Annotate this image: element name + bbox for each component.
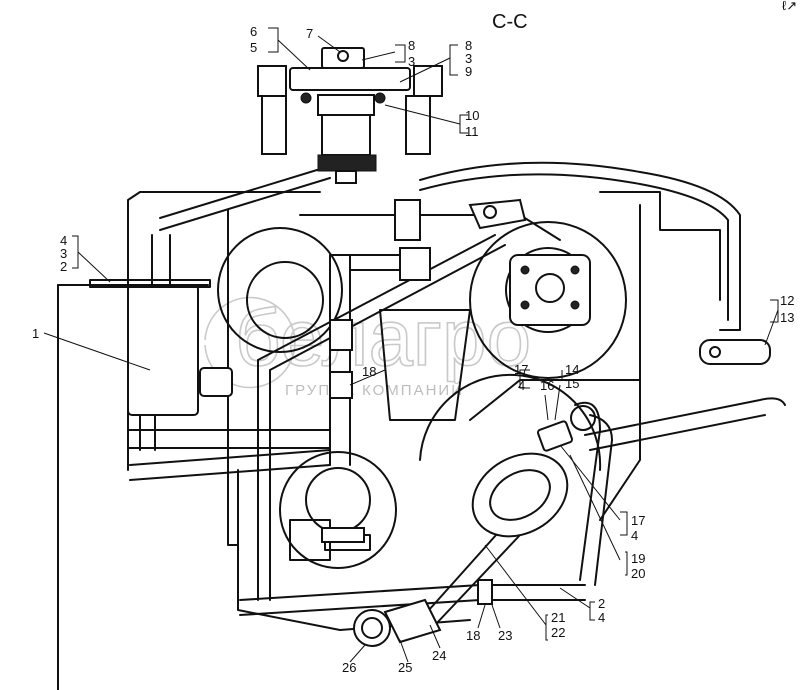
callout-4-lower: 4 (631, 528, 638, 543)
leader-lines (43, 27, 779, 663)
callout-10: 10 (465, 108, 479, 123)
callout-21: 21 (551, 610, 565, 625)
callout-3-right: 3 (465, 51, 472, 66)
callout-3-left: 3 (60, 246, 67, 261)
callout-6: 6 (250, 24, 257, 39)
callout-4-left: 4 (60, 233, 67, 248)
callout-22: 22 (551, 625, 565, 640)
right-hose (405, 95, 431, 155)
drain-fitting (353, 609, 391, 647)
fuel-filter-body (127, 284, 199, 416)
callout-16: 16 (540, 378, 554, 393)
callout-18-lower: 18 (466, 628, 480, 643)
callout-2-lower: 2 (598, 596, 605, 611)
callout-8-top: 8 (408, 38, 415, 53)
callout-20: 20 (631, 566, 645, 581)
oval-filter (471, 452, 569, 538)
callout-7: 7 (306, 26, 313, 41)
callout-8-right: 8 (465, 38, 472, 53)
callout-25: 25 (398, 660, 412, 675)
callout-12: 12 (780, 293, 794, 308)
callout-18-upper: 18 (362, 364, 376, 379)
pipe-clamp (699, 339, 771, 365)
gear-housing-right (469, 221, 627, 379)
callout-24: 24 (432, 648, 446, 663)
callout-17-lower: 17 (631, 513, 645, 528)
callout-17-upper: 17 (514, 362, 528, 377)
callout-3-top: 3 (408, 54, 415, 69)
pump-flange (509, 254, 591, 326)
callout-labels: 1 4 3 2 6 5 7 8 3 8 3 9 10 11 12 13 18 1… (32, 24, 794, 675)
callout-26: 26 (342, 660, 356, 675)
callout-23: 23 (498, 628, 512, 643)
callout-15: 15 (565, 376, 579, 391)
top-filter-assembly (257, 47, 443, 184)
callout-4-bottom: 4 (598, 610, 605, 625)
callout-1: 1 (32, 326, 39, 341)
filter-head (289, 67, 411, 91)
callout-4-upper: 4 (518, 378, 525, 393)
callout-2-left: 2 (60, 259, 67, 274)
callout-11: 11 (465, 124, 479, 139)
callout-5: 5 (250, 40, 257, 55)
callout-13: 13 (780, 310, 794, 325)
gear-housing-left (217, 227, 343, 353)
corner-mark: ℓ↗ (782, 0, 797, 13)
callout-14: 14 (565, 362, 579, 377)
outlet-fittings (199, 198, 771, 647)
engine-block (57, 191, 721, 690)
section-title: С-С (492, 11, 528, 33)
filter-knurl (317, 154, 377, 172)
watermark-subtitle: ГРУППА КОМПАНИЙ (285, 381, 464, 399)
left-hose (261, 95, 287, 155)
callout-9: 9 (465, 64, 472, 79)
callout-19: 19 (631, 551, 645, 566)
gear-housing-bottom (279, 451, 397, 569)
